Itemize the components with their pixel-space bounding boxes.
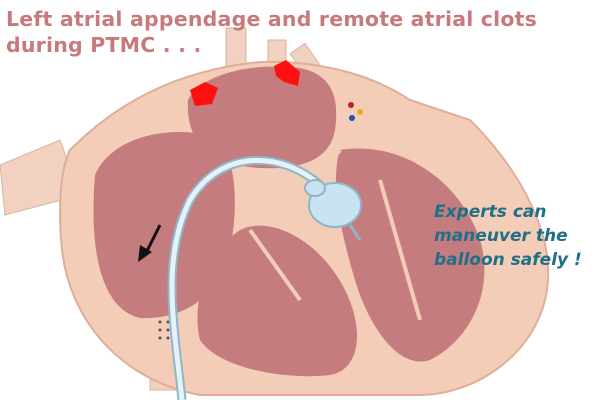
title-line-2: during PTMC . . . [6, 33, 202, 57]
right-atrium [93, 131, 235, 319]
slide-title: Left atrial appendage and remote atrial … [6, 6, 537, 58]
arrow-icon [138, 224, 162, 262]
note-line-3: balloon safely ! [434, 250, 582, 270]
left-ventricle [335, 148, 485, 362]
remote-atrial-clot [274, 60, 300, 86]
marker-blue [349, 115, 355, 121]
right-ventricle [197, 225, 357, 377]
marker-yellow [357, 109, 363, 115]
expert-note: Experts can maneuver the balloon safely … [434, 200, 582, 272]
note-line-1: Experts can [434, 202, 547, 222]
marker-red [348, 102, 354, 108]
left-atrium [187, 66, 337, 169]
atrial-appendage-clot [190, 82, 218, 106]
title-line-1: Left atrial appendage and remote atrial … [6, 7, 538, 31]
valve-structures [234, 148, 422, 321]
note-line-2: maneuver the [434, 226, 568, 246]
